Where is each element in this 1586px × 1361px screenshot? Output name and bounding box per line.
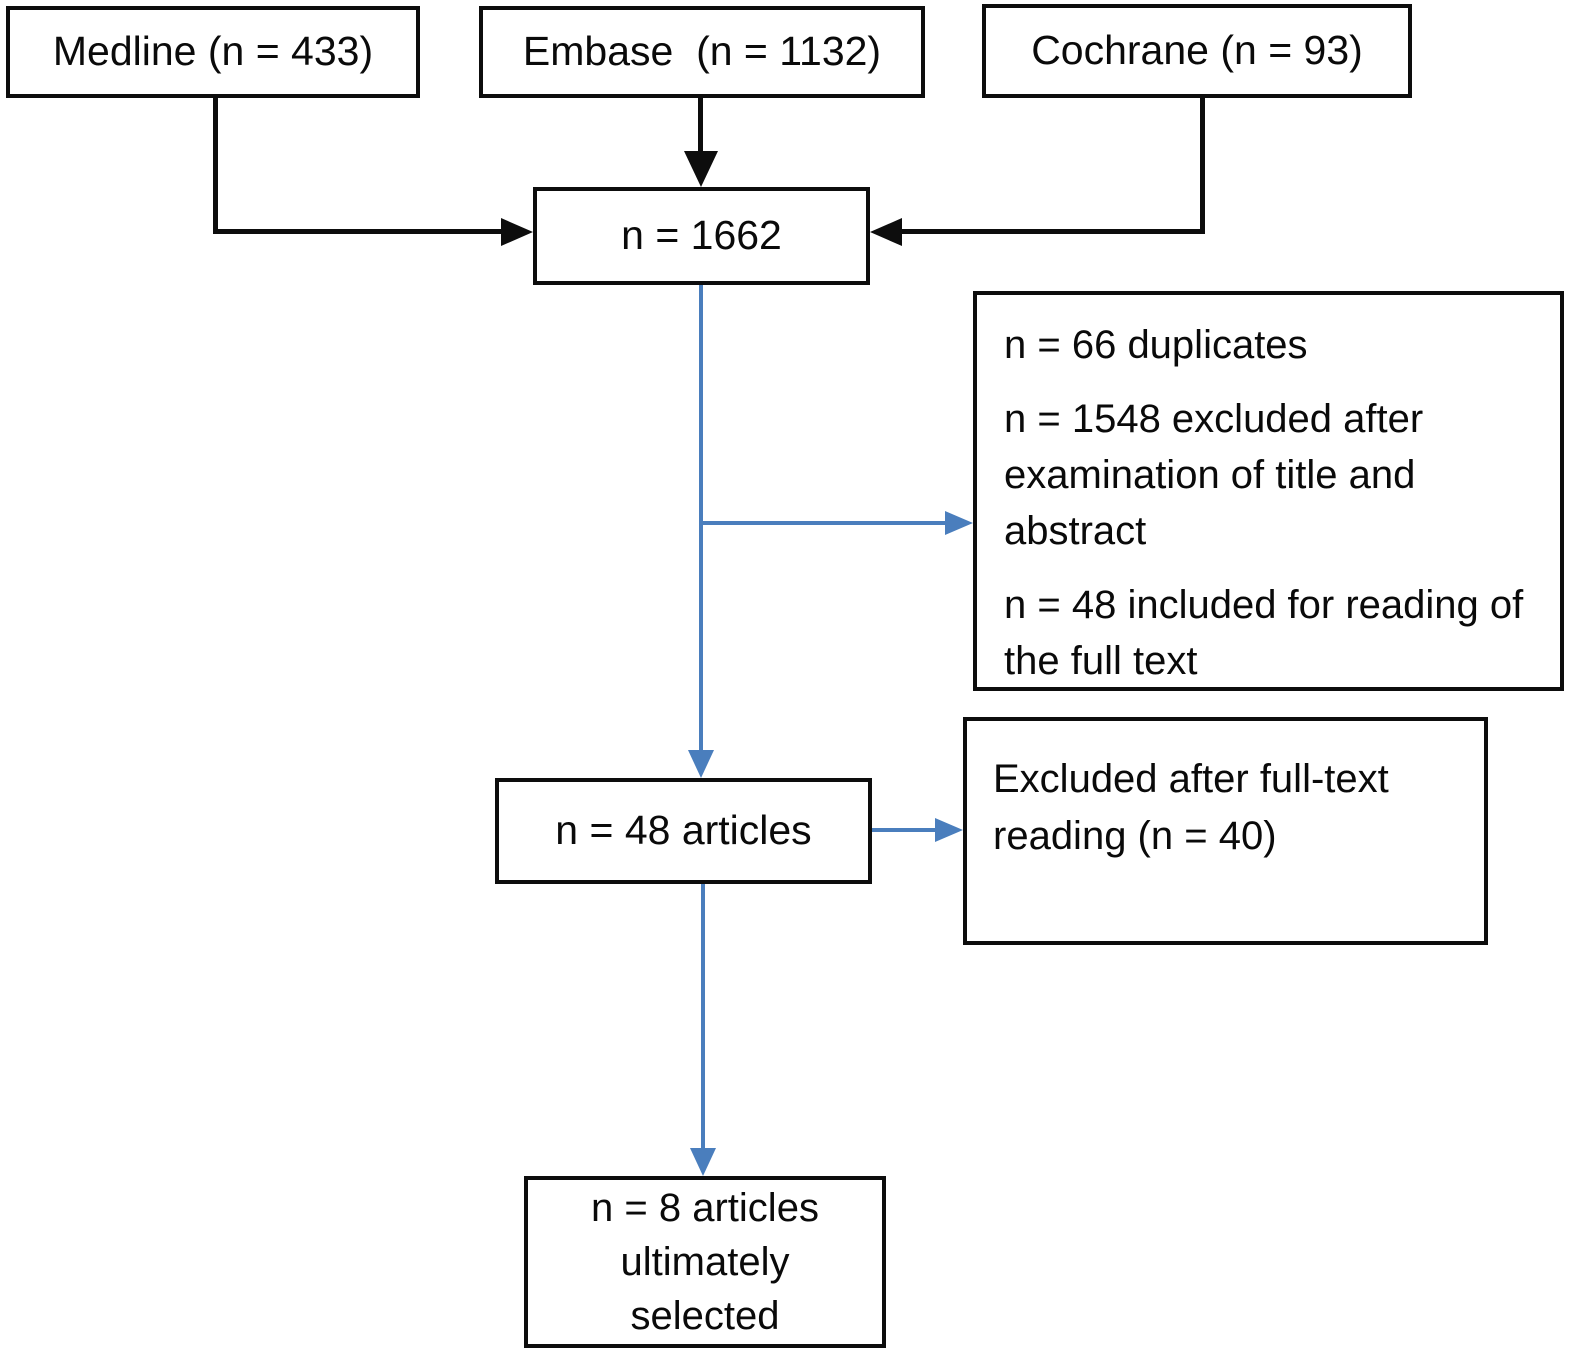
node-excluded-fulltext: Excluded after full-text reading (n = 40… bbox=[963, 717, 1488, 945]
arrowhead-fulltext-to-selected-icon bbox=[690, 1148, 716, 1176]
connector-cochrane-left bbox=[898, 229, 1204, 234]
arrowhead-medline-to-pooled-icon bbox=[501, 218, 533, 246]
connector-medline-down bbox=[213, 96, 218, 234]
screening-outcome-included-fulltext: n = 48 included for reading of the full … bbox=[1004, 583, 1535, 683]
arrowhead-cochrane-to-pooled-icon bbox=[870, 218, 902, 246]
node-pooled-records: n = 1662 bbox=[533, 187, 870, 285]
connector-pooled-to-fulltext bbox=[699, 285, 703, 750]
node-fulltext-articles-label: n = 48 articles bbox=[555, 807, 812, 854]
selected-articles-line-1: n = 8 articles bbox=[591, 1186, 819, 1230]
node-embase: Embase (n = 1132) bbox=[479, 6, 925, 98]
screening-outcome-excluded-title-abstract: n = 1548 excluded after examination of t… bbox=[1004, 397, 1435, 553]
connector-medline-right bbox=[213, 229, 503, 234]
connector-embase-down bbox=[698, 96, 703, 153]
selected-articles-line-2: ultimately bbox=[620, 1240, 790, 1284]
arrowhead-embase-to-pooled-icon bbox=[684, 151, 718, 187]
connector-branch-to-screening bbox=[701, 521, 945, 525]
arrowhead-branch-to-screening-icon bbox=[945, 511, 973, 535]
arrowhead-pooled-to-fulltext-icon bbox=[688, 750, 714, 778]
screening-outcome-duplicates: n = 66 duplicates bbox=[1004, 323, 1308, 367]
node-screening-outcomes: n = 66 duplicates n = 1548 excluded afte… bbox=[973, 291, 1564, 691]
node-fulltext-articles: n = 48 articles bbox=[495, 778, 872, 884]
node-pooled-records-label: n = 1662 bbox=[621, 212, 782, 259]
node-cochrane-label: Cochrane (n = 93) bbox=[1031, 27, 1363, 74]
selected-articles-line-3: selected bbox=[630, 1294, 780, 1338]
arrowhead-fulltext-to-excluded-icon bbox=[935, 818, 963, 842]
node-medline-label: Medline (n = 433) bbox=[52, 28, 374, 75]
connector-fulltext-to-excluded bbox=[872, 828, 935, 832]
connector-fulltext-to-selected bbox=[701, 884, 705, 1148]
connector-cochrane-down bbox=[1200, 96, 1205, 234]
node-selected-articles: n = 8 articles ultimately selected bbox=[524, 1176, 886, 1348]
node-cochrane: Cochrane (n = 93) bbox=[982, 4, 1412, 98]
node-excluded-fulltext-label: Excluded after full-text reading (n = 40… bbox=[993, 757, 1400, 858]
node-embase-label: Embase (n = 1132) bbox=[522, 28, 882, 75]
node-medline: Medline (n = 433) bbox=[6, 6, 420, 98]
